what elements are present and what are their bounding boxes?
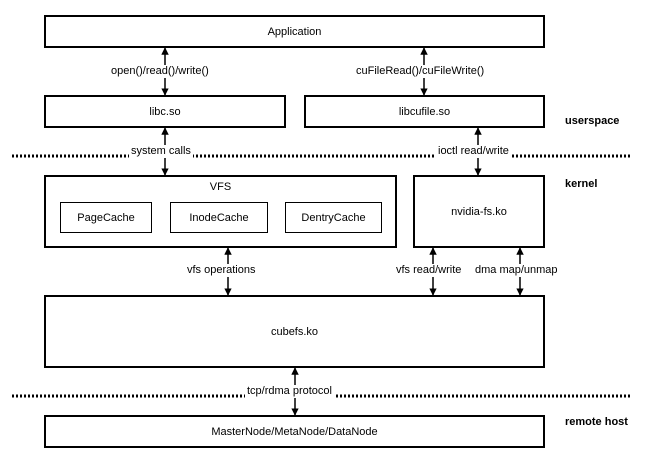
- layer-label-userspace: userspace: [565, 115, 620, 127]
- libcufile-box: libcufile.so: [304, 95, 545, 128]
- application-box: Application: [44, 15, 545, 48]
- layer-label-kernel: kernel: [565, 178, 598, 190]
- edge-label-open-read-write: open()/read()/write(): [109, 65, 211, 78]
- remote-box: MasterNode/MetaNode/DataNode: [44, 415, 545, 448]
- pagecache-box: PageCache: [60, 202, 152, 233]
- edge-label-ioctl: ioctl read/write: [436, 145, 511, 158]
- pagecache-label: PageCache: [77, 211, 135, 224]
- edge-label-system-calls: system calls: [129, 145, 193, 158]
- remote-label: MasterNode/MetaNode/DataNode: [211, 425, 378, 438]
- inodecache-label: InodeCache: [189, 211, 249, 224]
- edge-label-cufile-rw: cuFileRead()/cuFileWrite(): [354, 65, 487, 78]
- inodecache-box: InodeCache: [170, 202, 268, 233]
- libc-label: libc.so: [149, 105, 181, 118]
- application-label: Application: [267, 25, 322, 38]
- edge-label-vfs-ops: vfs operations: [185, 264, 258, 277]
- edge-label-vfs-rw: vfs read/write: [394, 264, 464, 277]
- edge-label-tcp-rdma: tcp/rdma protocol: [245, 385, 334, 398]
- dentrycache-box: DentryCache: [285, 202, 382, 233]
- dentrycache-label: DentryCache: [301, 211, 366, 224]
- libc-box: libc.so: [44, 95, 286, 128]
- cubefs-box: cubefs.ko: [44, 295, 545, 368]
- nvidiafs-label: nvidia-fs.ko: [451, 205, 507, 218]
- libcufile-label: libcufile.so: [398, 105, 451, 118]
- layer-label-remote-host: remote host: [565, 416, 628, 428]
- cubefs-label: cubefs.ko: [270, 325, 319, 338]
- edge-label-dma: dma map/unmap: [473, 264, 560, 277]
- nvidiafs-box: nvidia-fs.ko: [413, 175, 545, 248]
- vfs-title: VFS: [209, 181, 232, 193]
